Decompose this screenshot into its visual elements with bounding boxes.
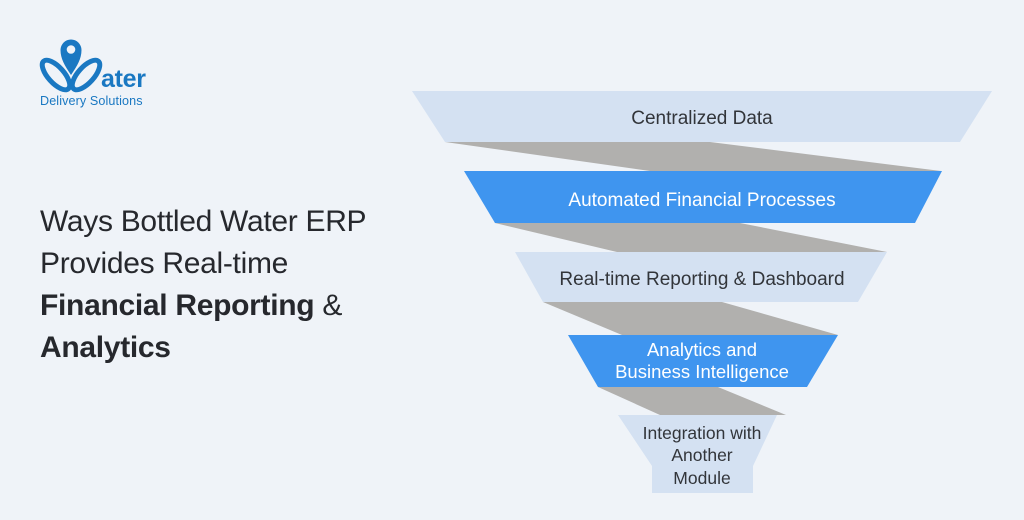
page-title-run: Financial Reporting	[40, 289, 315, 322]
funnel-connector-3	[543, 302, 838, 335]
funnel-connector-1	[445, 142, 941, 171]
funnel-level-2-shape	[464, 171, 942, 223]
funnel-level-3-label: Real-time Reporting & Dashboard	[559, 269, 844, 290]
funnel-level-1-shape	[412, 91, 992, 142]
brand-logo: ater Delivery Solutions	[38, 28, 162, 112]
page-title-line-3: Financial Reporting &	[40, 285, 440, 327]
page-title-run: Analytics	[40, 331, 171, 364]
funnel-connector-4	[598, 387, 786, 415]
funnel-level-5-shape	[618, 415, 777, 493]
page-title: Ways Bottled Water ERP Provides Real-time…	[40, 201, 440, 369]
logo-tagline: Delivery Solutions	[40, 94, 143, 108]
funnel-level-1-label: Centralized Data	[631, 108, 773, 129]
logo-wordmark-suffix: ater	[101, 65, 146, 93]
page-title-line-4: Analytics	[40, 327, 440, 369]
w-loops-icon	[39, 57, 103, 93]
funnel-connector-2	[495, 223, 887, 252]
funnel-level-3-shape	[515, 252, 887, 302]
page-title-run: Provides Real-time	[40, 247, 289, 280]
page-title-run: &	[314, 289, 343, 322]
page-title-line-1: Ways Bottled Water ERP	[40, 201, 440, 243]
page-title-run: Ways Bottled Water ERP	[40, 205, 367, 238]
location-pin-icon	[60, 39, 82, 75]
funnel-level-2-label: Automated Financial Processes	[568, 190, 835, 211]
funnel-level-4-shape	[568, 335, 838, 387]
water-logo: ater Delivery Solutions	[39, 39, 147, 108]
page-title-line-2: Provides Real-time	[40, 243, 440, 285]
